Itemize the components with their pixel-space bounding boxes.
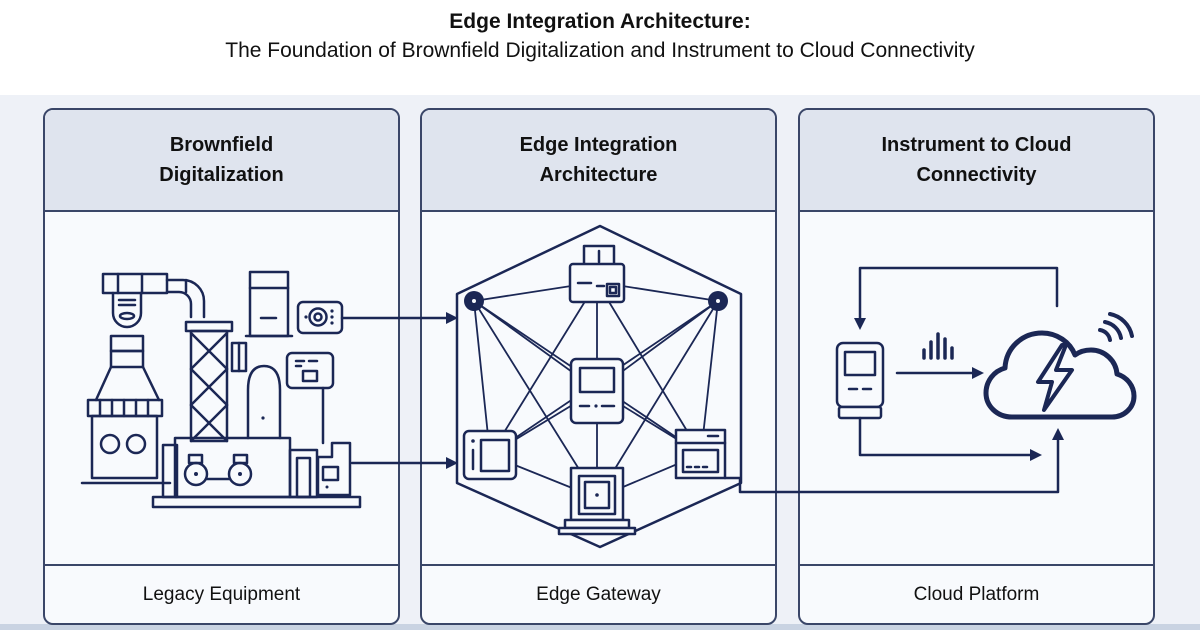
panel-header-brownfield: Brownfield Digitalization [45,110,398,212]
panel-header-label: Edge Integration Architecture [519,134,678,186]
panel-footer-cloud-platform: Cloud Platform [800,564,1153,623]
panel-header-label: Instrument to Cloud Connectivity [881,134,1072,186]
title-subheading: The Foundation of Brownfield Digitalizat… [225,39,975,62]
panel-header-label: Brownfield Digitalization [159,134,284,186]
title-heading: Edge Integration Architecture: [449,10,751,33]
page-title: Edge Integration Architecture: The Found… [0,8,1200,66]
panel-header-instrument-to-cloud: Instrument to Cloud Connectivity [800,110,1153,212]
panel-body-instrument-to-cloud [800,212,1153,564]
panel-header-edge-integration: Edge Integration Architecture [422,110,775,212]
panel-brownfield-digitalization: Brownfield Digitalization Legacy Equipme… [43,108,400,625]
panel-footer-edge-gateway: Edge Gateway [422,564,775,623]
panel-instrument-to-cloud: Instrument to Cloud Connectivity Cloud P… [798,108,1155,625]
panel-footer-legacy-equipment: Legacy Equipment [45,564,398,623]
page-bottom-strip [0,624,1200,630]
panel-edge-integration: Edge Integration Architecture Edge Gatew… [420,108,777,625]
panel-body-brownfield [45,212,398,564]
panel-body-edge-integration [422,212,775,564]
